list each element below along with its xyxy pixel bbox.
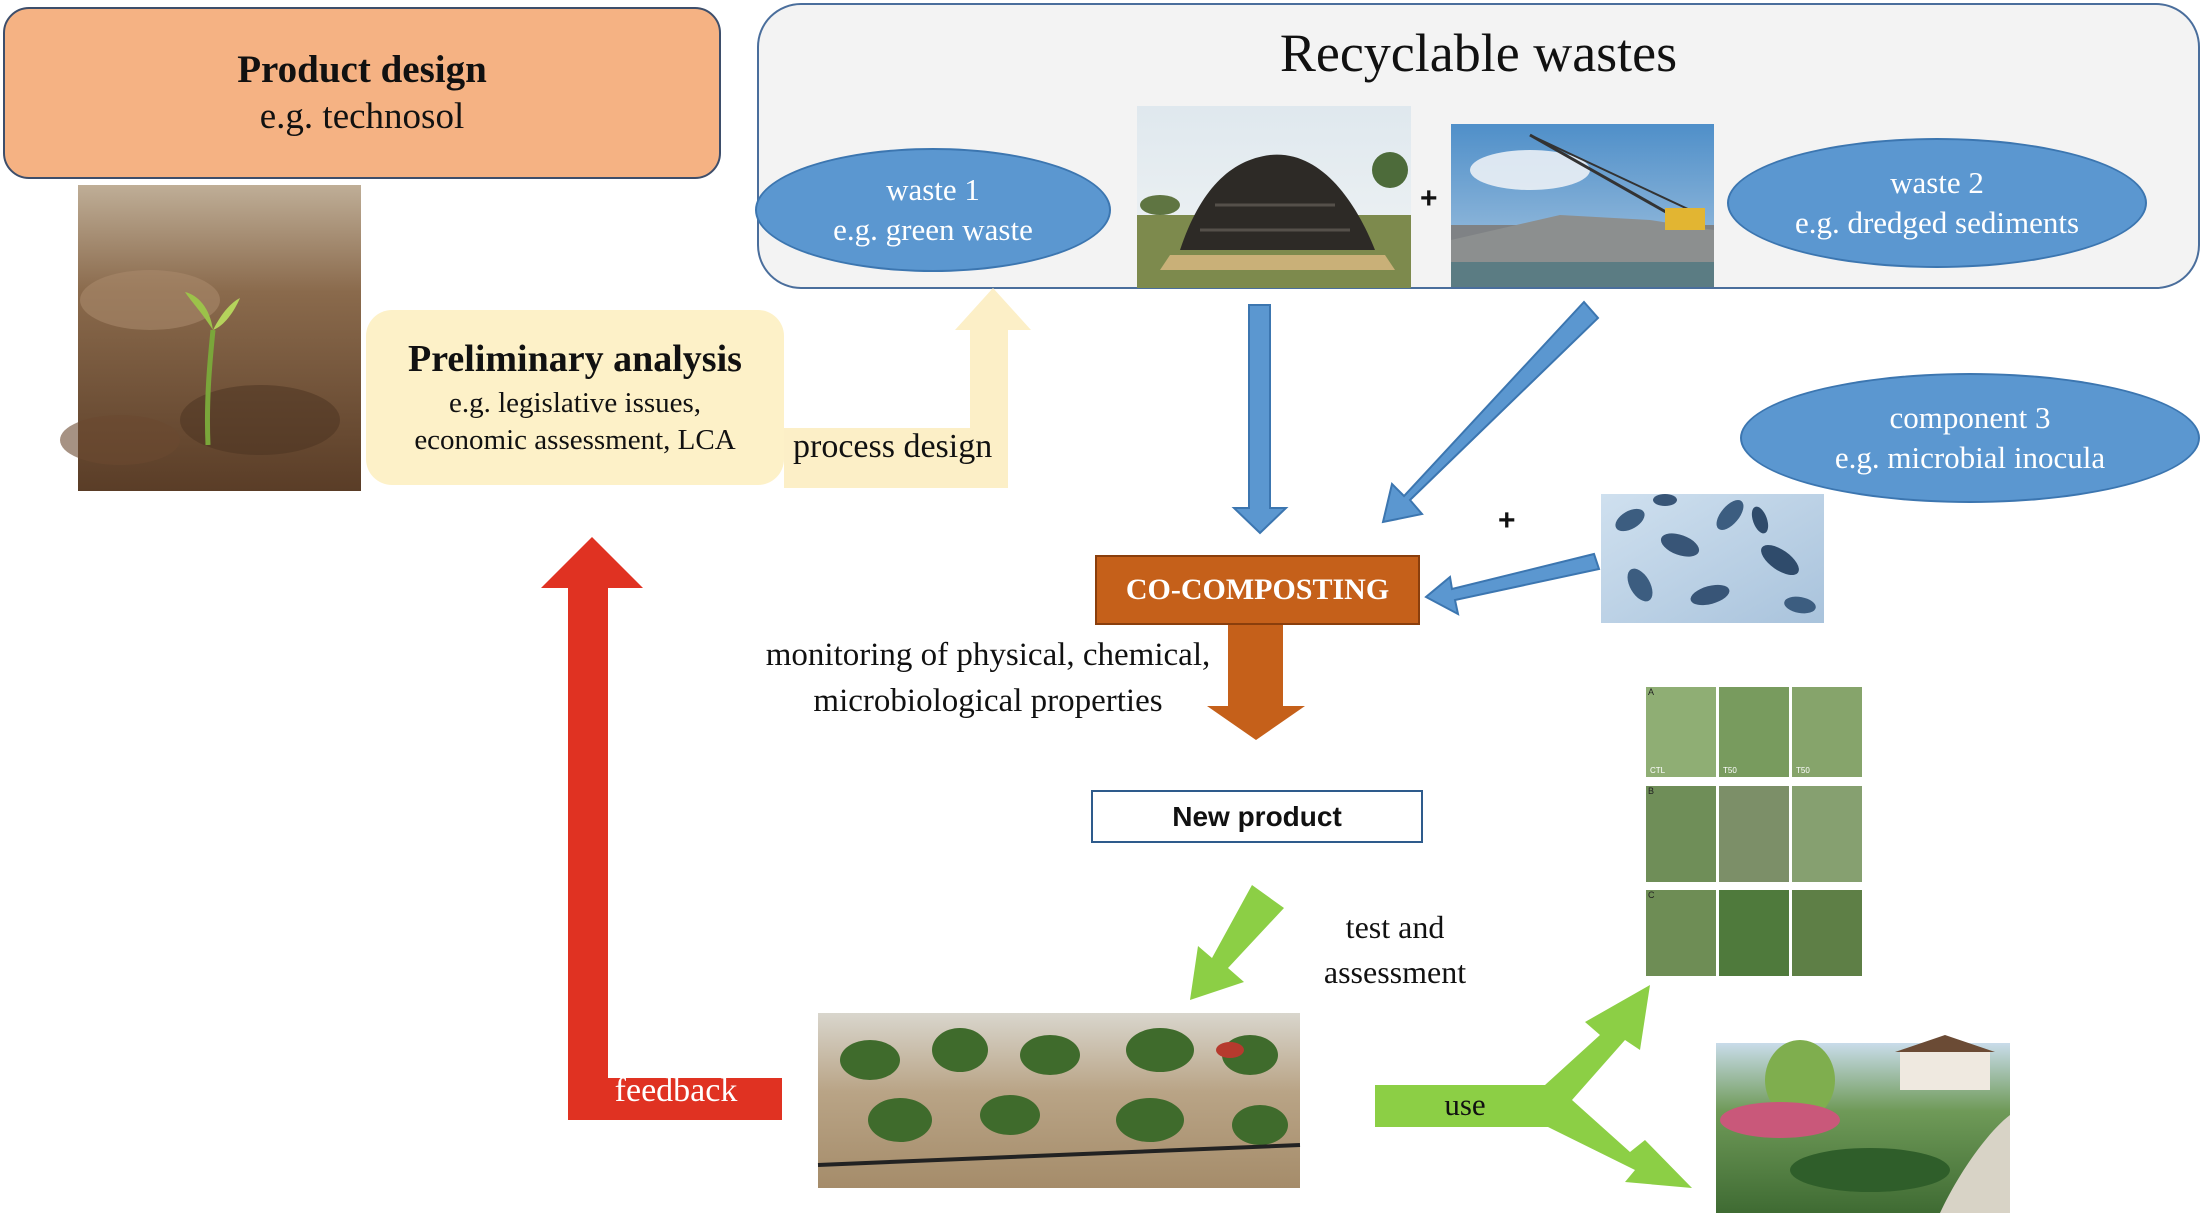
component3-to-cocomposting-arrow	[1424, 552, 1601, 616]
greenhouse-trial-photo	[817, 1013, 1301, 1188]
panel-letter-c: C	[1648, 890, 1655, 900]
plus-sign-wastes: +	[1420, 182, 1438, 215]
product-design-box: Product design e.g. technosol	[3, 7, 721, 179]
co-composting-label: CO-COMPOSTING	[1125, 573, 1390, 606]
waste1-ellipse: waste 1 e.g. green waste	[755, 148, 1111, 272]
preliminary-analysis-line1: e.g. legislative issues,	[448, 386, 702, 419]
process-design-label: process design	[793, 428, 993, 465]
waste1-to-cocomposting-arrow	[1231, 304, 1289, 535]
panel-letter-a: A	[1648, 687, 1654, 697]
waste2-ellipse: waste 2 e.g. dredged sediments	[1727, 138, 2147, 268]
panel-letter-b: B	[1648, 786, 1654, 796]
landscaped-garden-photo	[1716, 1035, 2010, 1213]
monitoring-text: monitoring of physical, chemical, microb…	[708, 632, 1268, 724]
preliminary-analysis-title: Preliminary analysis	[408, 338, 742, 381]
use-arrow	[1375, 985, 1692, 1188]
component3-label: component 3	[1889, 399, 2051, 435]
green-waste-photo	[1137, 106, 1411, 288]
feedback-label: feedback	[614, 1072, 738, 1109]
preliminary-analysis-line2: economic assessment, LCA	[414, 424, 736, 457]
new-product-box: New product	[1091, 790, 1423, 843]
feedback-arrow	[541, 537, 782, 1120]
monitoring-line2: microbiological properties	[813, 683, 1163, 720]
preliminary-analysis-box: Preliminary analysis e.g. legislative is…	[366, 310, 784, 485]
new-product-label: New product	[1172, 800, 1342, 832]
cocomposting-output-arrow	[1207, 625, 1305, 740]
waste2-label: waste 2	[1890, 164, 1984, 200]
panel-label-t1: T50	[1723, 766, 1737, 775]
process-design-arrow	[784, 288, 1031, 488]
component3-example: e.g. microbial inocula	[1834, 440, 2106, 475]
microbial-inocula-photo	[1601, 494, 1824, 623]
use-label: use	[1444, 1087, 1486, 1122]
product-design-example: e.g. technosol	[259, 96, 465, 138]
new-product-to-test-arrow	[1190, 885, 1284, 1000]
product-design-title: Product design	[237, 47, 487, 91]
monitoring-line1: monitoring of physical, chemical,	[765, 637, 1211, 673]
component3-ellipse: component 3 e.g. microbial inocula	[1740, 373, 2200, 503]
waste1-example: e.g. green waste	[833, 212, 1033, 247]
seedling-photo	[60, 185, 361, 491]
waste2-to-cocomposting-arrow	[1381, 300, 1600, 524]
test-assessment-line2: assessment	[1323, 953, 1467, 990]
co-composting-box: CO-COMPOSTING	[1095, 555, 1420, 625]
waste2-example: e.g. dredged sediments	[1794, 205, 2080, 240]
plant-trial-grid-photo: A B C CTL T50 T50	[1644, 685, 1864, 978]
panel-label-t2: T50	[1796, 766, 1810, 775]
plus-sign-component: +	[1498, 504, 1516, 537]
dredged-sediments-photo	[1451, 124, 1714, 287]
test-assessment-text: test and assessment	[1290, 905, 1500, 995]
panel-label-ctl: CTL	[1650, 766, 1666, 775]
recyclable-wastes-title: Recyclable wastes	[1279, 23, 1678, 83]
waste1-label: waste 1	[886, 171, 980, 207]
test-assessment-line1: test and	[1345, 909, 1445, 945]
